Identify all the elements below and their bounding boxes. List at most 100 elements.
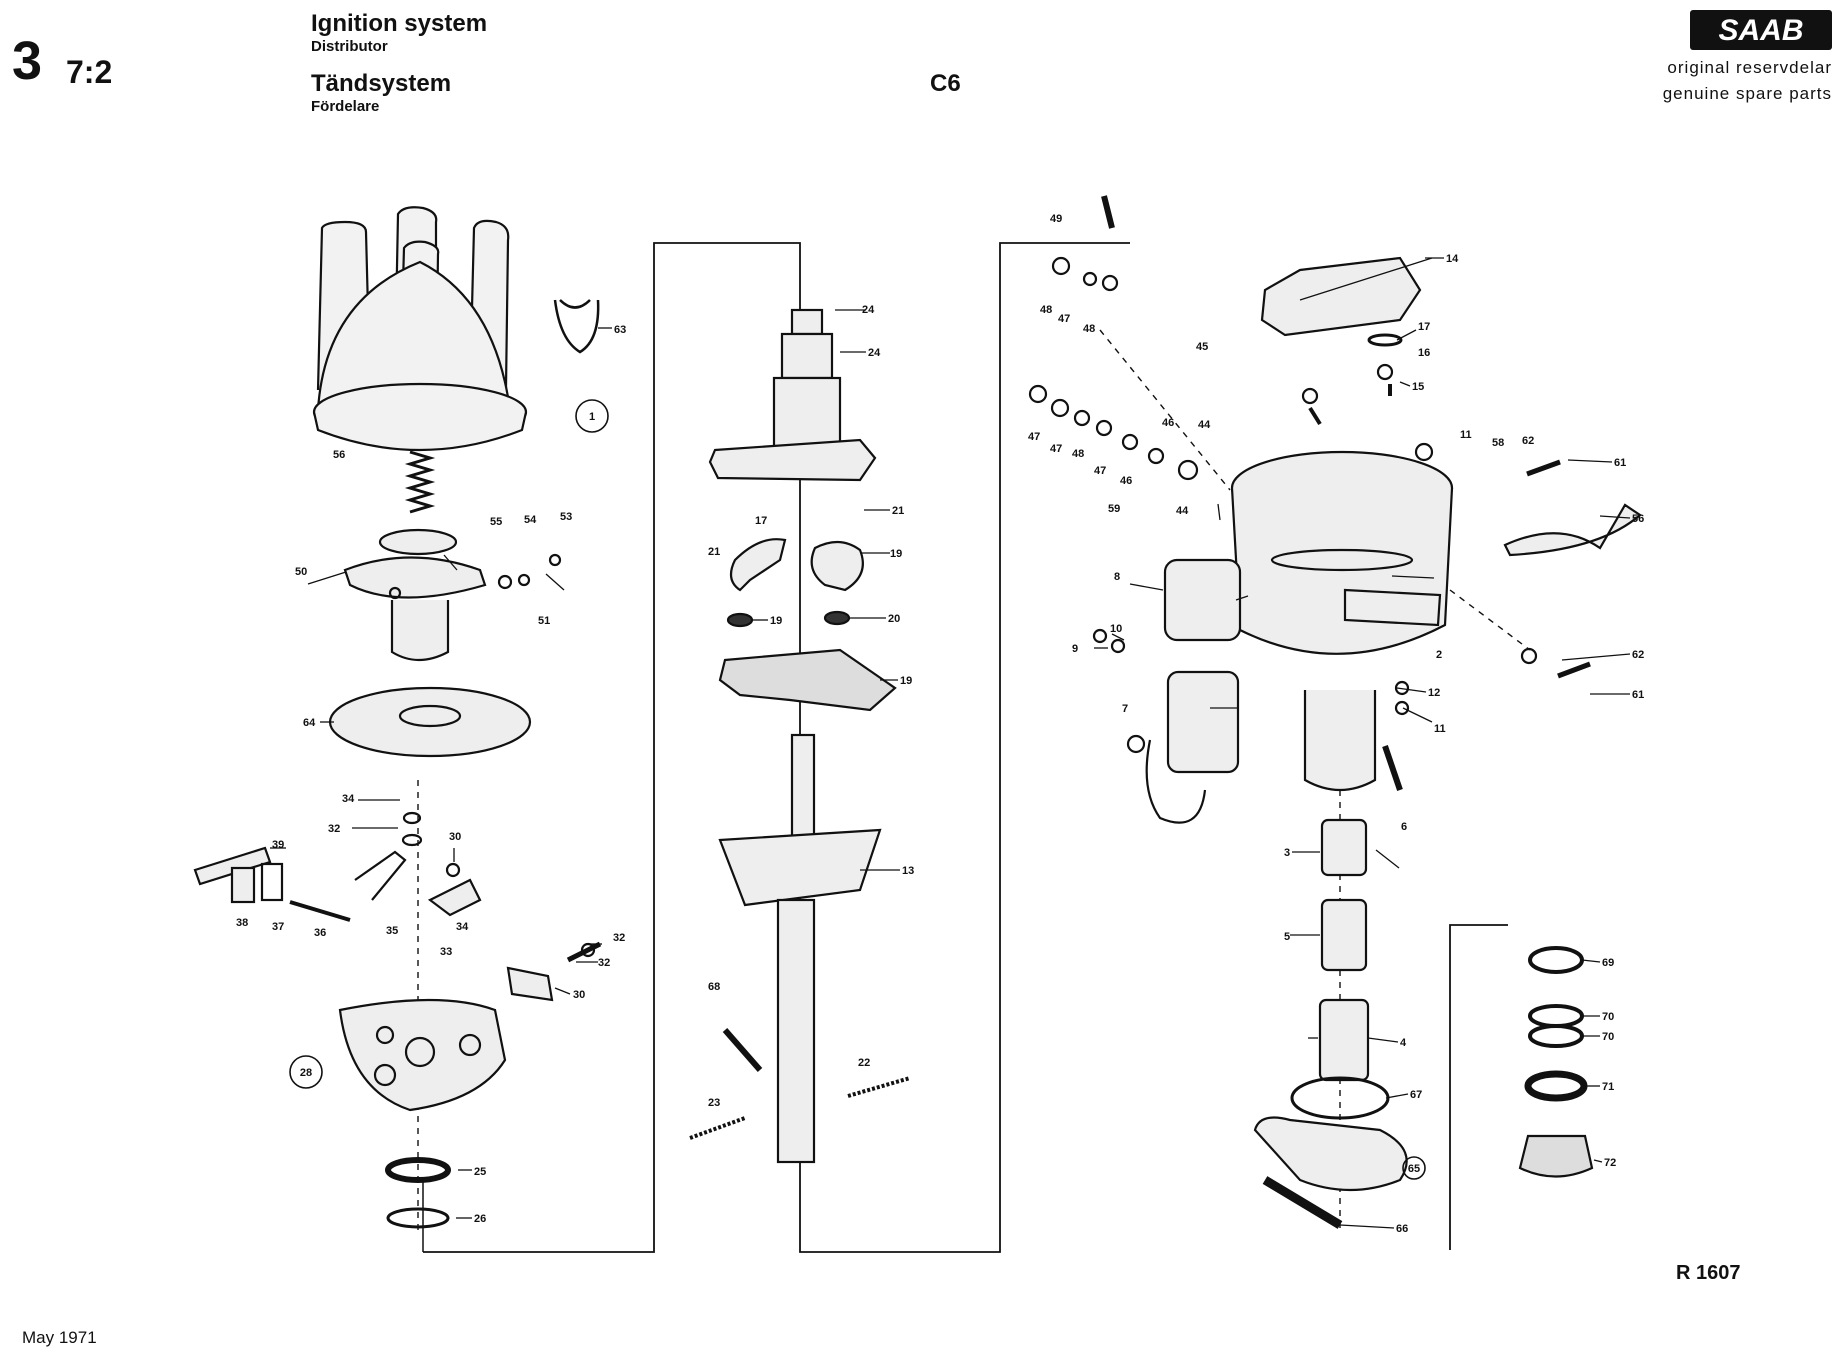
washer-70a bbox=[1528, 1004, 1584, 1028]
callout-69: 69 bbox=[1602, 957, 1614, 969]
vacuum-spring-clip bbox=[1260, 256, 1422, 337]
title-sv: Tändsystem bbox=[311, 70, 452, 97]
carbon-brush-spring bbox=[404, 450, 436, 514]
print-date: May 1971 bbox=[22, 1328, 97, 1347]
callout-47b: 47 bbox=[1050, 443, 1062, 455]
callout-46: 46 bbox=[1162, 417, 1174, 429]
callout-36: 32 bbox=[598, 957, 610, 969]
washer-27 bbox=[385, 1157, 451, 1183]
callout-3: 3 bbox=[1284, 847, 1290, 859]
callout-38: 34 bbox=[456, 921, 469, 933]
callout-21b: 20 bbox=[888, 613, 900, 625]
callout-4: 4 bbox=[1400, 1037, 1407, 1049]
flyweight-19 bbox=[729, 538, 787, 592]
callout-61: 61 bbox=[1614, 457, 1626, 469]
callout-54: 54 bbox=[524, 514, 537, 526]
callout-70b: 70 bbox=[1602, 1031, 1614, 1043]
reference-number: R 1607 bbox=[1676, 1262, 1741, 1284]
seal-71 bbox=[1524, 1070, 1588, 1102]
spring-24a bbox=[689, 1116, 746, 1140]
vacuum-link-58 bbox=[1503, 503, 1642, 557]
callout-46b: 46 bbox=[1120, 475, 1132, 487]
callout-67: 67 bbox=[1410, 1089, 1422, 1101]
spring-clip bbox=[553, 299, 600, 354]
callout-39: 35 bbox=[386, 925, 398, 937]
callout-48: 48 bbox=[1040, 304, 1052, 316]
callout-33: 34 bbox=[342, 793, 355, 805]
washer-21b bbox=[823, 610, 851, 626]
callout-7: 7 bbox=[1122, 703, 1128, 715]
callout-61b: 61 bbox=[1632, 689, 1644, 701]
washer-70b bbox=[1528, 1024, 1584, 1048]
callout-48c: 48 bbox=[1072, 448, 1084, 460]
fixed-contact bbox=[427, 878, 482, 917]
callout-27: 25 bbox=[474, 1166, 486, 1178]
callout-59: 58 bbox=[1492, 437, 1504, 449]
callout-63: 63 bbox=[614, 324, 626, 336]
title-en: Ignition system bbox=[311, 10, 488, 37]
callout-68: 68 bbox=[708, 981, 720, 993]
bolt-66 bbox=[1262, 1176, 1343, 1229]
callout-11: 11 bbox=[1460, 429, 1472, 441]
callout-44b: 44 bbox=[1176, 505, 1189, 517]
callout-18: 19 bbox=[900, 675, 912, 687]
callout-56: 56 bbox=[333, 449, 345, 461]
clamp-41 bbox=[260, 862, 284, 902]
callout-15: 15 bbox=[1412, 381, 1424, 393]
callout-60: 59 bbox=[1108, 503, 1120, 515]
tagline-en: genuine spare parts bbox=[1662, 84, 1832, 103]
insulator-42 bbox=[230, 866, 256, 904]
pin-68 bbox=[722, 1028, 763, 1072]
callout-25: 24 bbox=[868, 347, 881, 359]
section-number: 3 bbox=[12, 31, 43, 91]
callout-62: 62 bbox=[1522, 435, 1534, 447]
callout-72: 72 bbox=[1604, 1157, 1616, 1169]
callout-51: 50 bbox=[295, 566, 307, 578]
callout-28: 26 bbox=[474, 1213, 486, 1225]
callout-71: 71 bbox=[1602, 1081, 1614, 1093]
callout-35: 32 bbox=[613, 932, 625, 944]
callout-47: 47 bbox=[1058, 313, 1070, 325]
callout-42: 38 bbox=[236, 917, 248, 929]
callout-48b: 47 bbox=[1028, 431, 1040, 443]
dust-shield bbox=[328, 686, 532, 758]
callout-12: 12 bbox=[1428, 687, 1440, 699]
condenser bbox=[1126, 670, 1240, 824]
callout-65: 65 bbox=[1408, 1163, 1420, 1175]
callout-1: 1 bbox=[589, 411, 595, 423]
callout-17: 17 bbox=[1418, 321, 1430, 333]
callout-49: 48 bbox=[1083, 323, 1095, 335]
tagline-sv: original reservdelar bbox=[1667, 58, 1832, 77]
callout-44: 44 bbox=[1198, 419, 1211, 431]
distributor-shaft bbox=[718, 733, 882, 1164]
callout-37: 33 bbox=[440, 946, 452, 958]
callout-40: 36 bbox=[314, 927, 326, 939]
callout-11b: 11 bbox=[1434, 723, 1446, 735]
subtitle-en: Distributor bbox=[311, 38, 388, 55]
callout-66: 66 bbox=[1396, 1223, 1408, 1235]
callout-8: 8 bbox=[1114, 571, 1120, 583]
saab-logo: SAAB bbox=[1690, 10, 1832, 50]
callout-50: 49 bbox=[1050, 213, 1062, 225]
callout-9: 9 bbox=[1072, 643, 1078, 655]
flyweight-20 bbox=[810, 540, 864, 592]
terminal-43 bbox=[193, 846, 272, 886]
callout-26: 24 bbox=[862, 304, 875, 316]
page-code: C6 bbox=[930, 70, 961, 97]
washer-17 bbox=[1367, 333, 1403, 347]
callout-23: 21 bbox=[708, 546, 720, 558]
callout-5: 5 bbox=[1284, 931, 1290, 943]
callout-70a: 70 bbox=[1602, 1011, 1614, 1023]
plate-18 bbox=[718, 648, 897, 712]
breaker-plate bbox=[338, 998, 507, 1112]
washer-21a bbox=[726, 612, 754, 628]
callout-21a: 19 bbox=[770, 615, 782, 627]
distributor-cap bbox=[312, 206, 528, 452]
subtitle-sv: Fördelare bbox=[311, 98, 380, 115]
contact-arm bbox=[354, 850, 407, 901]
cam-assembly bbox=[708, 308, 877, 482]
drive-gear-72 bbox=[1518, 1134, 1594, 1178]
callout-22: 21 bbox=[892, 505, 904, 517]
callout-43: 39 bbox=[272, 839, 284, 851]
